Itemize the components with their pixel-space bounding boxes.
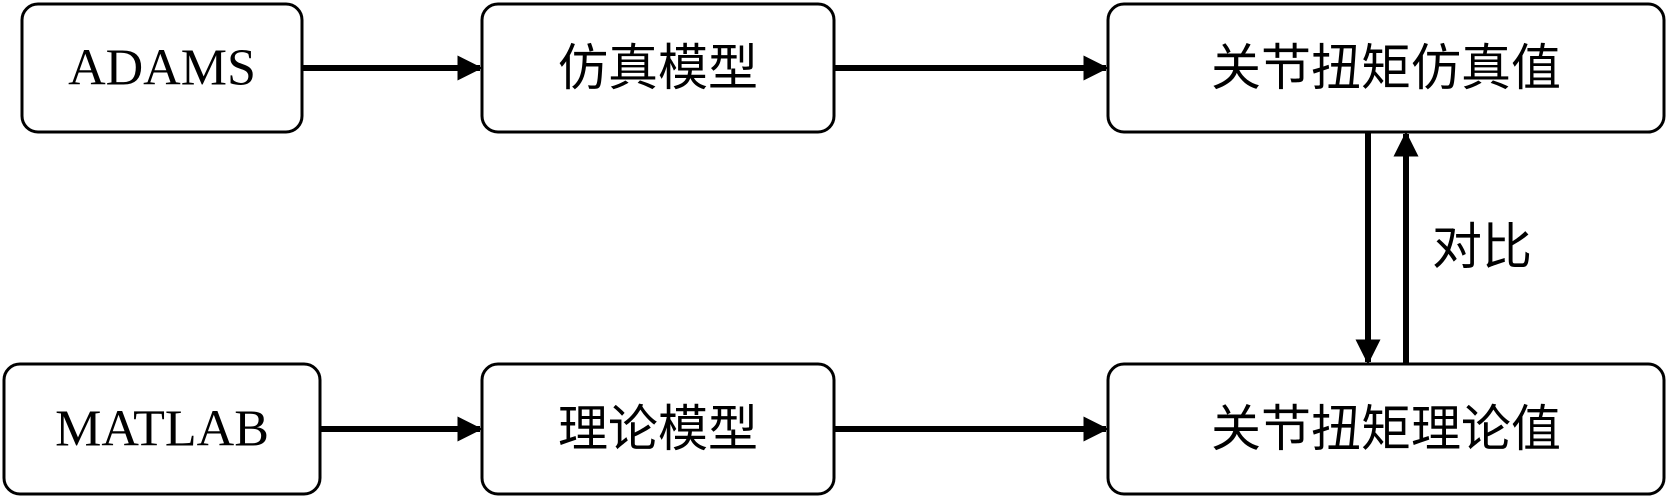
node-theory-value: 关节扭矩理论值 xyxy=(1106,362,1666,496)
node-sim-model-label: 仿真模型 xyxy=(558,39,758,97)
compare-label: 对比 xyxy=(1432,218,1532,276)
node-adams: ADAMS xyxy=(20,2,304,134)
node-theory-model: 理论模型 xyxy=(480,362,836,496)
node-matlab-label: MATLAB xyxy=(55,401,269,458)
node-sim-value: 关节扭矩仿真值 xyxy=(1106,2,1666,134)
node-adams-label: ADAMS xyxy=(68,40,256,97)
node-sim-value-label: 关节扭矩仿真值 xyxy=(1211,39,1561,97)
node-matlab: MATLAB xyxy=(2,362,322,496)
node-theory-model-label: 理论模型 xyxy=(558,400,758,458)
node-sim-model: 仿真模型 xyxy=(480,2,836,134)
node-theory-value-label: 关节扭矩理论值 xyxy=(1211,400,1561,458)
